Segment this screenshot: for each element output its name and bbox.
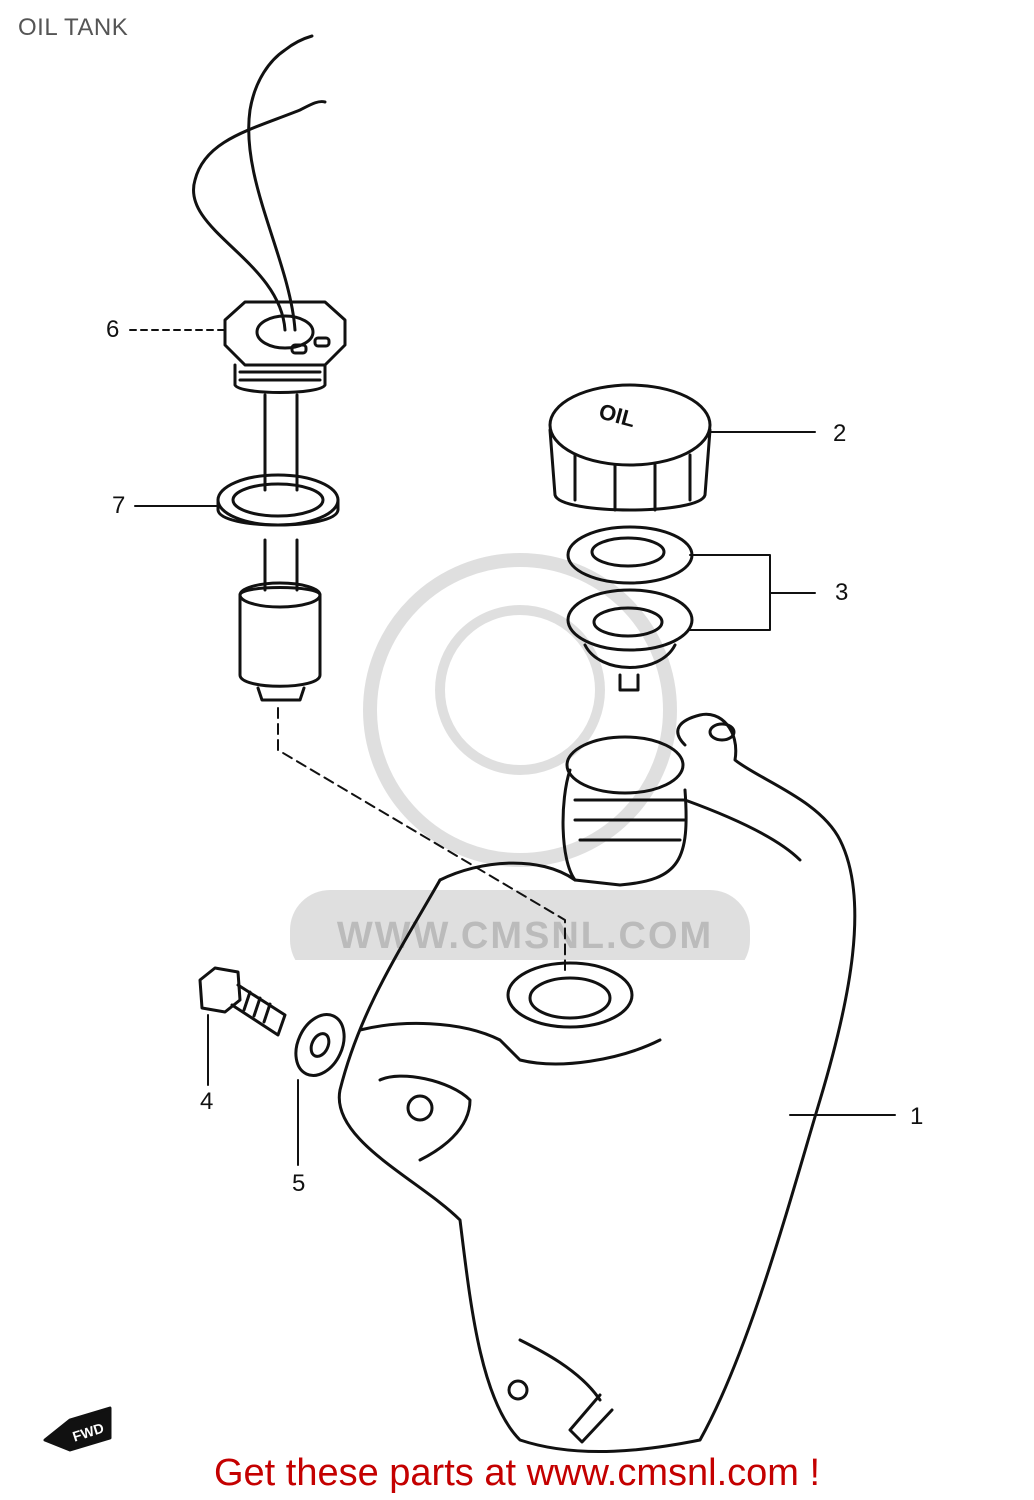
callout-5[interactable]: 5 xyxy=(292,1170,306,1197)
washer[interactable] xyxy=(287,1007,354,1084)
callout-4[interactable]: 4 xyxy=(200,1088,214,1115)
callout-7[interactable]: 7 xyxy=(112,492,126,519)
callout-2[interactable]: 2 xyxy=(833,420,847,447)
fwd-arrow-icon xyxy=(43,1406,112,1452)
oil-level-gauge[interactable] xyxy=(191,34,347,702)
callout-1[interactable]: 1 xyxy=(910,1103,924,1130)
cta-link[interactable]: Get these parts at www.cmsnl.com ! xyxy=(213,1452,821,1494)
bolt[interactable] xyxy=(198,966,287,1037)
leader-lines xyxy=(129,329,896,1166)
cap-seal-set[interactable] xyxy=(566,525,694,692)
callout-6[interactable]: 6 xyxy=(106,316,120,343)
cap-text: OIL xyxy=(596,399,638,433)
page-title: OIL TANK xyxy=(18,14,129,41)
oil-cap[interactable]: OIL xyxy=(548,383,712,512)
grommet[interactable] xyxy=(216,473,340,527)
oil-tank[interactable] xyxy=(337,712,857,1454)
callout-3[interactable]: 3 xyxy=(835,579,849,606)
